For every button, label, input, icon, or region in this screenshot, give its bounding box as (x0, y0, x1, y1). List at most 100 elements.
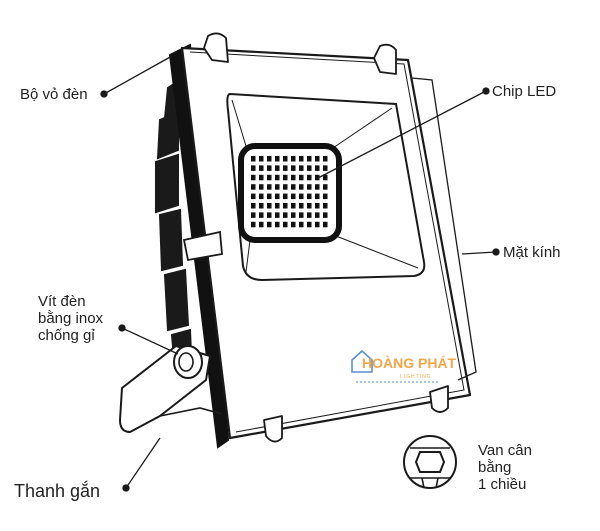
led-cell (275, 156, 280, 162)
label-valve-line2: bằng (478, 459, 512, 476)
led-cell (259, 174, 264, 181)
led-cell (307, 193, 312, 200)
led-cell (307, 184, 312, 190)
led-cell (323, 174, 328, 181)
led-cell (307, 156, 312, 162)
led-cell (283, 221, 288, 228)
label-valve-line1: Van cân (478, 442, 532, 459)
reflector-bevel (231, 99, 419, 273)
led-cell (267, 193, 272, 200)
led-cell (251, 174, 256, 181)
led-cell (251, 203, 256, 209)
led-cell (299, 212, 304, 218)
led-cell (299, 221, 304, 228)
label-chip: Chip LED (492, 83, 557, 100)
led-cell (299, 193, 304, 200)
led-cell (267, 165, 272, 171)
led-cell (275, 212, 280, 218)
led-cell (259, 165, 264, 171)
valve-detail (403, 435, 457, 489)
led-cell (323, 184, 328, 190)
led-cell (283, 184, 288, 190)
led-cell (307, 212, 312, 218)
led-cell (299, 165, 304, 171)
led-cell (267, 174, 272, 181)
led-cell (299, 174, 304, 181)
led-cell (267, 221, 272, 228)
logo-house-icon (351, 349, 373, 373)
label-screw-line3: chống gỉ (38, 327, 95, 344)
led-grid (251, 156, 328, 228)
led-cell (259, 203, 264, 209)
led-cell (259, 221, 264, 228)
bottom-clips (263, 385, 449, 443)
led-cell (251, 212, 256, 218)
led-cell (291, 184, 296, 190)
led-cell (283, 156, 288, 162)
led-cell (283, 212, 288, 218)
led-cell (307, 165, 312, 171)
led-cell (291, 156, 296, 162)
led-cell (275, 174, 280, 181)
led-cell (267, 156, 272, 162)
led-cell (291, 174, 296, 181)
label-housing: Bộ vỏ đèn (20, 86, 88, 103)
label-valve: Van cân bằng 1 chiều (478, 442, 532, 493)
front-panel-inner-edge (189, 51, 465, 433)
logo-name: HOÀNG PHÁT (362, 355, 457, 371)
led-cell (323, 156, 328, 162)
led-cell (283, 165, 288, 171)
led-cell (291, 203, 296, 209)
led-cell (315, 212, 320, 218)
led-cell (323, 203, 328, 209)
label-screw: Vít đèn bằng inox chống gỉ (38, 293, 103, 344)
led-cell (323, 193, 328, 200)
led-cell (259, 156, 264, 162)
led-cell (259, 184, 264, 190)
led-cell (267, 184, 272, 190)
label-bracket: Thanh gắn (14, 481, 101, 501)
glass-edge (411, 77, 477, 381)
label-screw-line1: Vít đèn (38, 293, 86, 310)
led-cell (291, 193, 296, 200)
led-cell (251, 156, 256, 162)
led-cell (275, 193, 280, 200)
led-cell (291, 221, 296, 228)
led-cell (315, 203, 320, 209)
led-cell (267, 203, 272, 209)
led-cell (299, 156, 304, 162)
led-cell (299, 184, 304, 190)
led-cell (307, 203, 312, 209)
led-cell (307, 174, 312, 181)
led-cell (251, 165, 256, 171)
led-cell (315, 156, 320, 162)
led-cell (315, 174, 320, 181)
led-cell (291, 212, 296, 218)
led-cell (299, 203, 304, 209)
led-cell (283, 193, 288, 200)
led-cell (315, 165, 320, 171)
bracket-fold (159, 407, 223, 417)
led-cell (251, 193, 256, 200)
led-cell (283, 174, 288, 181)
led-chip (238, 143, 342, 243)
led-cell (283, 203, 288, 209)
led-cell (323, 221, 328, 228)
led-cell (315, 193, 320, 200)
led-cell (267, 212, 272, 218)
led-cell (259, 193, 264, 200)
label-glass: Mặt kính (503, 244, 561, 261)
screw (173, 345, 203, 379)
label-valve-line3: 1 chiều (478, 476, 527, 493)
brand-logo: HOÀNG PHÁT LIGHTING (351, 349, 457, 383)
led-cell (307, 221, 312, 228)
led-cell (275, 221, 280, 228)
label-screw-line2: bằng inox (38, 310, 104, 327)
led-cell (315, 184, 320, 190)
led-cell (323, 165, 328, 171)
top-clips (203, 32, 397, 75)
led-cell (275, 165, 280, 171)
led-cell (259, 212, 264, 218)
led-cell (275, 203, 280, 209)
